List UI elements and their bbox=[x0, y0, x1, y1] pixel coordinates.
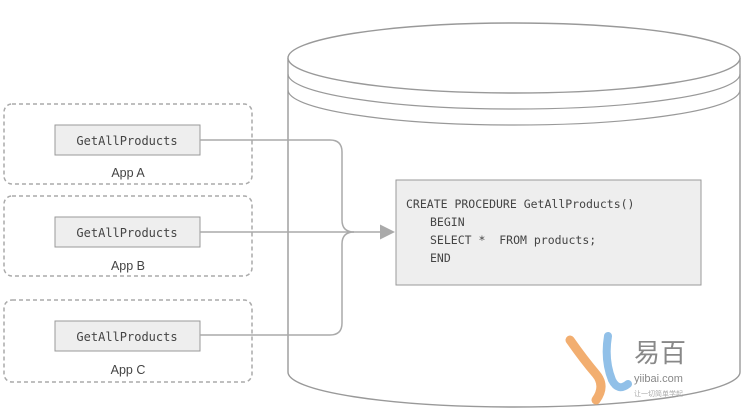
app-a-call-text: GetAllProducts bbox=[76, 134, 177, 148]
watermark: 易百 yiibai.com 让一切简单学起 bbox=[565, 332, 686, 405]
app-c-group: GetAllProducts App C bbox=[3, 299, 253, 383]
procedure-line-create: CREATE PROCEDURE GetAllProducts() bbox=[406, 197, 634, 211]
app-c-call-text: GetAllProducts bbox=[76, 330, 177, 344]
watermark-tagline: 让一切简单学起 bbox=[634, 389, 683, 398]
app-b-label: App B bbox=[111, 259, 145, 273]
app-b-call-text: GetAllProducts bbox=[76, 226, 177, 240]
connector-app-a bbox=[200, 139, 355, 233]
procedure-line-begin: BEGIN bbox=[430, 215, 465, 229]
procedure-line-end: END bbox=[430, 251, 451, 265]
app-c-label: App C bbox=[111, 363, 146, 377]
watermark-domain: yiibai.com bbox=[634, 373, 683, 385]
procedure-box bbox=[395, 179, 702, 286]
watermark-name: 易百 bbox=[634, 338, 686, 368]
connector-app-c bbox=[200, 231, 355, 336]
app-c-container bbox=[3, 299, 253, 383]
connectors bbox=[200, 139, 395, 336]
app-a-group: GetAllProducts App A bbox=[3, 103, 253, 185]
procedure-box-group: CREATE PROCEDURE GetAllProducts() BEGIN … bbox=[395, 179, 702, 286]
app-a-container bbox=[3, 103, 253, 185]
app-b-group: GetAllProducts App B bbox=[3, 195, 253, 277]
app-a-label: App A bbox=[111, 166, 145, 180]
app-c-call-box bbox=[54, 320, 201, 352]
yiibai-logo-icon bbox=[565, 332, 632, 405]
procedure-line-select: SELECT * FROM products; bbox=[430, 233, 596, 247]
app-b-container bbox=[3, 195, 253, 277]
